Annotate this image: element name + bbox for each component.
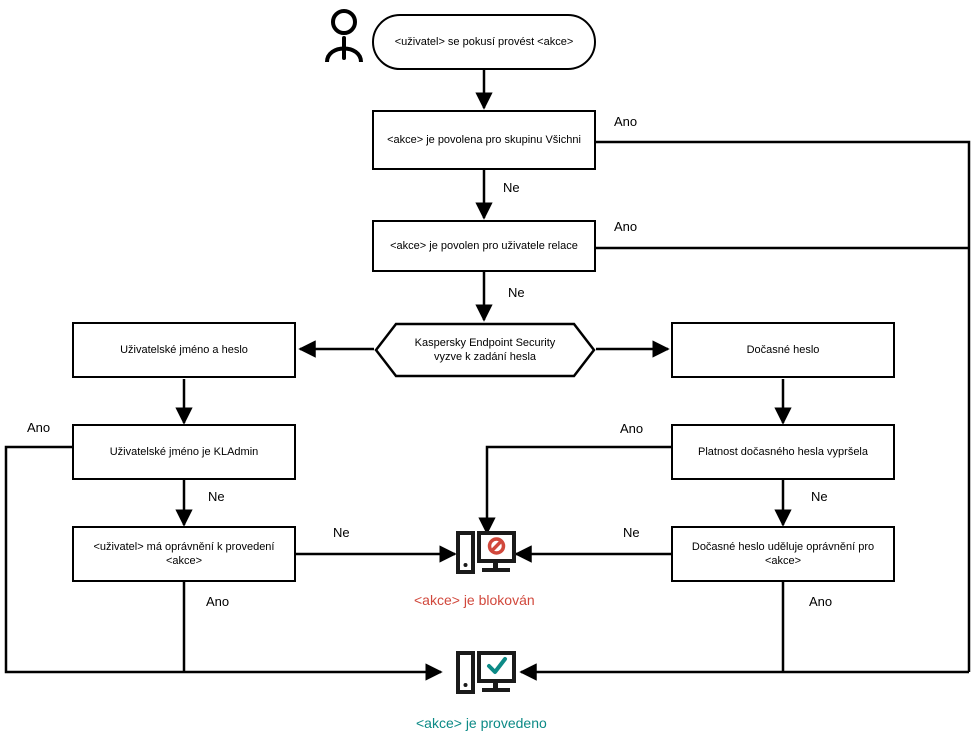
node-user-has-right-label: <uživatel> má oprávnění k provedení <akc… [93, 540, 275, 567]
node-is-kladmin: Uživatelské jméno je KLAdmin [72, 424, 296, 480]
node-temp-password-grants: Dočasné heslo uděluje oprávnění pro <akc… [671, 526, 895, 582]
node-allowed-all-label: <akce> je povolena pro skupinu Všichni [387, 133, 581, 146]
node-allowed-all: <akce> je povolena pro skupinu Všichni [372, 110, 596, 170]
node-temp-password-expired-label: Platnost dočasného hesla vypršela [698, 445, 868, 458]
node-allowed-session-label: <akce> je povolen pro uživatele relace [390, 239, 578, 252]
node-password-prompt-label: Kaspersky Endpoint Security vyzve k zadá… [414, 336, 556, 363]
edge-label-allowed-all-no: Ne [503, 180, 520, 195]
node-temporary-password: Dočasné heslo [671, 322, 895, 378]
node-temp-password-grants-label: Dočasné heslo uděluje oprávnění pro <akc… [691, 540, 875, 567]
edge-label-temp-expired-yes: Ano [620, 421, 644, 436]
node-is-kladmin-label: Uživatelské jméno je KLAdmin [109, 445, 259, 458]
terminal-done-label: <akce> je provedeno [416, 715, 547, 731]
node-allowed-session: <akce> je povolen pro uživatele relace [372, 220, 596, 272]
edge-label-has-right-no: Ne [333, 525, 350, 540]
node-temp-password-expired: Platnost dočasného hesla vypršela [671, 424, 895, 480]
edge-label-has-right-yes: Ano [206, 594, 230, 609]
user-person-icon [322, 8, 366, 66]
terminal-blocked-label: <akce> je blokován [414, 592, 535, 608]
node-username-password-label: Uživatelské jméno a heslo [120, 343, 248, 356]
node-password-prompt: Kaspersky Endpoint Security vyzve k zadá… [374, 322, 596, 378]
edge-label-kladmin-no: Ne [208, 489, 225, 504]
node-user-has-right: <uživatel> má oprávnění k provedení <akc… [72, 526, 296, 582]
node-temporary-password-label: Dočasné heslo [746, 343, 820, 356]
monitor-blocked-icon [455, 530, 517, 578]
edge-label-allowed-session-no: Ne [508, 285, 525, 300]
edge-label-temp-grants-yes: Ano [809, 594, 833, 609]
node-username-password: Uživatelské jméno a heslo [72, 322, 296, 378]
edge-label-temp-grants-no: Ne [623, 525, 640, 540]
edge-label-kladmin-yes: Ano [27, 420, 51, 435]
node-start-label: <uživatel> se pokusí provést <akce> [394, 35, 574, 48]
edge-label-temp-expired-no: Ne [811, 489, 828, 504]
node-start: <uživatel> se pokusí provést <akce> [372, 14, 596, 70]
edge-label-allowed-session-yes: Ano [614, 219, 638, 234]
edge-label-allowed-all-yes: Ano [614, 114, 638, 129]
monitor-check-icon [455, 650, 517, 698]
